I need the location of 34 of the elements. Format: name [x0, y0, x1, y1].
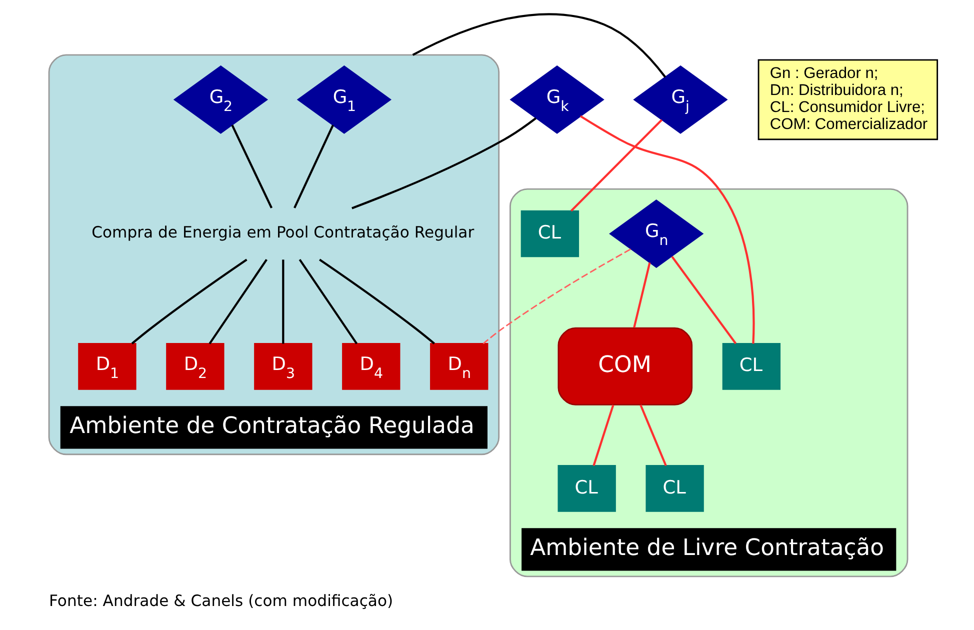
connector [298, 258, 358, 344]
caption: Fonte: Andrade & Canels (com modificação) [48, 592, 393, 610]
node-box: D$_{1}$ [78, 343, 136, 390]
node-box: CL [520, 210, 579, 258]
node-box: CL [722, 343, 780, 390]
connector [293, 124, 334, 208]
node-diamond: G$_{2}$ [172, 65, 268, 134]
node-diamond: G$_{j}$ [632, 65, 728, 134]
node-box: D$_{2}$ [166, 343, 224, 390]
connector [412, 13, 666, 78]
node-text: Compra de Energia em Pool Contratação Regular [91, 224, 474, 242]
connector [592, 404, 614, 466]
node-diamond: G$_{1}$ [296, 65, 392, 134]
node-box: D$_{3}$ [254, 343, 312, 390]
node-box: D$_{4}$ [342, 343, 400, 390]
node-diamond: G$_{n}$ [608, 200, 704, 268]
connector [130, 258, 247, 344]
node-diamond: G$_{k}$ [509, 65, 604, 134]
node-box: COM [557, 327, 692, 406]
connector [230, 124, 272, 208]
node-box: Gn : Gerador n; Dn: Distribuidora n; CL: Consumidor Livre; COM: Comercializador [757, 59, 938, 140]
connector [639, 404, 666, 466]
connector [632, 262, 650, 328]
connector [318, 258, 434, 344]
node-box: CL [645, 465, 704, 512]
connector [208, 258, 267, 344]
connector [579, 115, 754, 344]
connector [570, 119, 662, 212]
connector [482, 248, 631, 344]
connector [282, 260, 284, 344]
connector [670, 256, 736, 344]
connector [351, 117, 536, 210]
node-box: D$_{n}$ [430, 343, 488, 390]
node-box: CL [557, 465, 616, 512]
